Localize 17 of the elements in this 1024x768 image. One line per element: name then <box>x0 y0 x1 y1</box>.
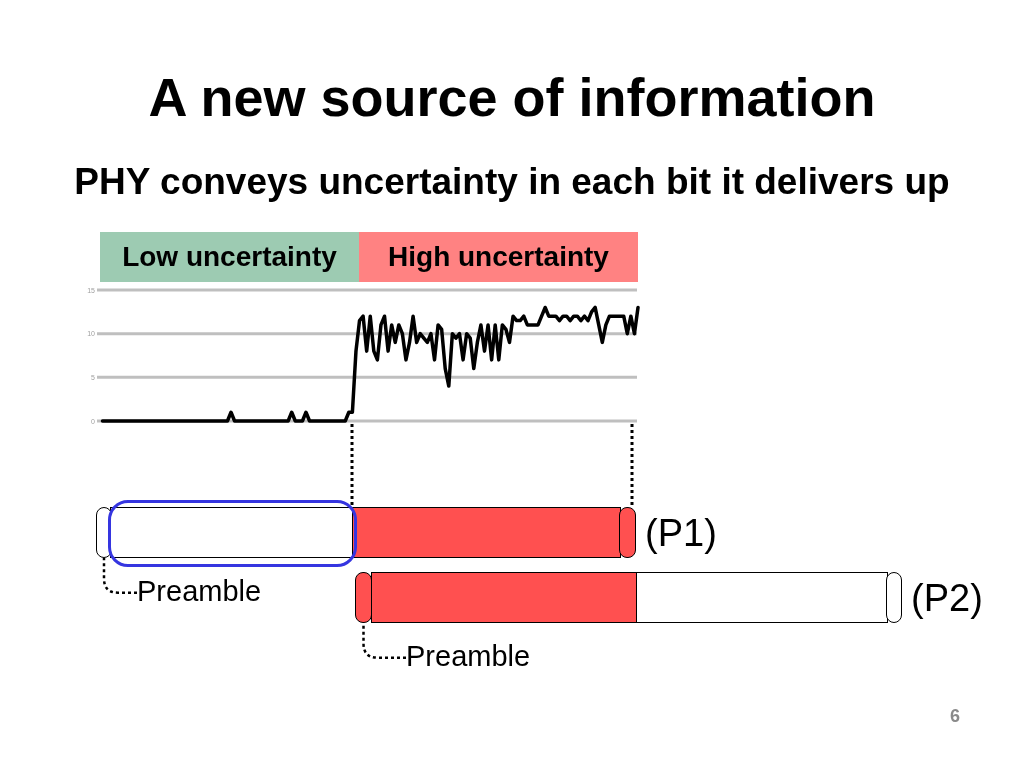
uncertainty-band: High uncertainty <box>359 232 638 282</box>
packet-label: (P1) <box>645 512 717 556</box>
packet-segment <box>352 507 621 558</box>
packet-label: (P2) <box>911 577 983 621</box>
packet-segment <box>371 572 637 623</box>
packet-end-cap <box>886 572 902 623</box>
packet-segment <box>636 572 888 623</box>
leader-line <box>362 623 406 659</box>
packet-segment <box>110 507 353 558</box>
part-label: Preamble <box>137 575 262 609</box>
slide-subtitle: PHY conveys uncertainty in each bit it delivers up <box>73 161 951 204</box>
part-label: Preamble <box>406 640 531 674</box>
uncertainty-band: Low uncertainty <box>100 232 359 282</box>
slide-title: A new source of information <box>147 70 877 124</box>
packet-end-cap <box>619 507 636 558</box>
page-number: 6 <box>950 706 960 727</box>
leader-line <box>102 558 137 594</box>
